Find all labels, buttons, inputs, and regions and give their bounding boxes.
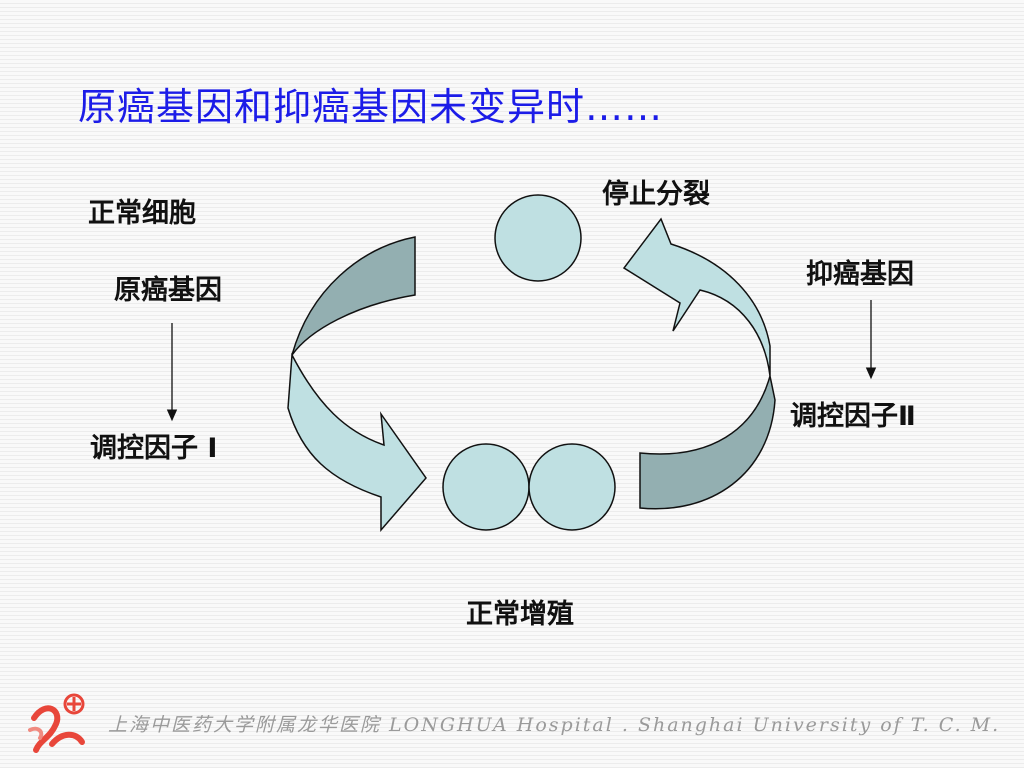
label-regulator-1: 调控因子 I xyxy=(90,433,218,464)
label-stop-division: 停止分裂 xyxy=(602,179,710,210)
left-curved-arrow-front xyxy=(287,352,427,533)
label-proto-oncogene: 原癌基因 xyxy=(114,275,222,306)
footer: 上海中医药大学附属龙华医院 LONGHUA Hospital . Shangha… xyxy=(0,676,1024,768)
slide-title: 原癌基因和抑癌基因未变异时…… xyxy=(78,85,664,129)
daughter-cell-right xyxy=(528,443,616,531)
left-curved-arrow-back xyxy=(291,236,416,356)
label-normal-proliferation: 正常增殖 xyxy=(466,599,574,630)
label-tumor-suppressor: 抑癌基因 xyxy=(806,259,914,290)
right-curved-arrow-back xyxy=(639,375,776,510)
label-regulator-2: 调控因子Ⅱ xyxy=(790,401,916,432)
arrested-cell xyxy=(494,194,582,282)
daughter-cell-left xyxy=(442,443,530,531)
hospital-logo-icon xyxy=(28,693,85,753)
right-curved-arrow-front xyxy=(622,217,771,377)
label-normal-cell: 正常细胞 xyxy=(88,198,196,229)
footer-institution-text: 上海中医药大学附属龙华医院 LONGHUA Hospital . Shangha… xyxy=(108,714,1001,736)
